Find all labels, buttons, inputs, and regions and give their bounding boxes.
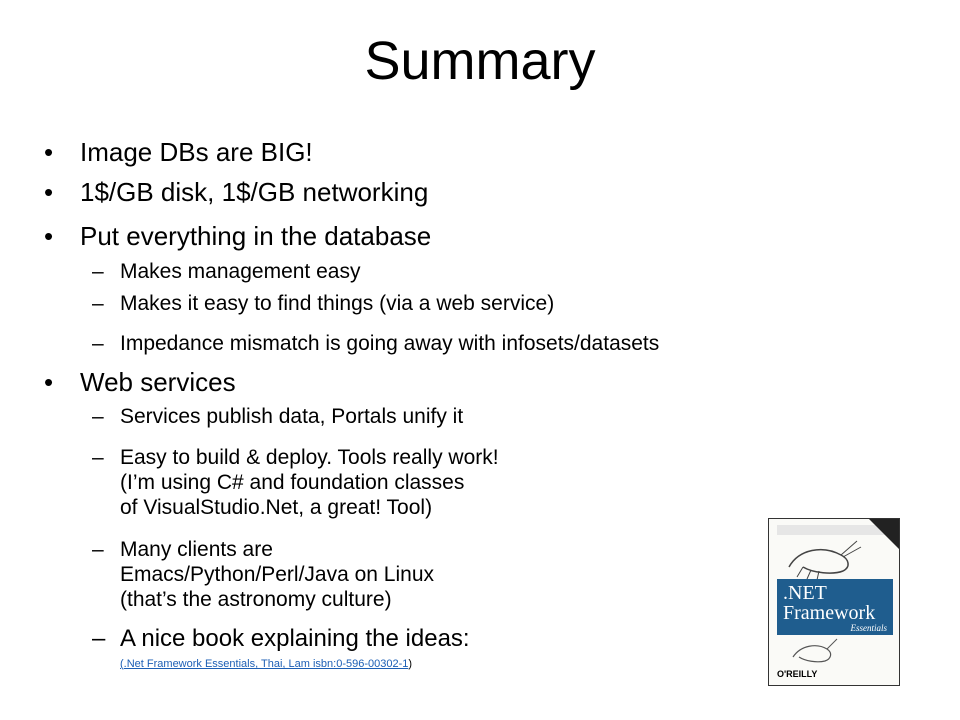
book-reference: (.Net Framework Essentials, Thai, Lam is… — [120, 657, 412, 671]
bullet-text: Web services — [80, 367, 236, 397]
link-text: .Net Framework Essentials, Thai, Lam isb… — [123, 658, 409, 670]
bullet-text: 1$/GB disk, 1$/GB networking — [80, 177, 429, 207]
sub-bullet-line: (that’s the astronomy culture) — [120, 588, 392, 611]
sub-bullet-text: Many clients are Emacs/Python/Perl/Java … — [120, 537, 434, 612]
dash-glyph: – — [92, 292, 104, 315]
sub-bullet-line: A nice book explaining the ideas: — [120, 625, 470, 652]
bullet-glyph: • — [44, 177, 54, 207]
bullet-glyph: • — [44, 221, 54, 251]
book-link[interactable]: (.Net Framework Essentials, Thai, Lam is… — [120, 658, 408, 670]
sub-bullet-text: Makes it easy to find things (via a web … — [120, 292, 555, 315]
sub-bullet-line: Many clients are — [120, 538, 273, 561]
dash-glyph: – — [92, 625, 106, 652]
sub-bullet-line: Emacs/Python/Perl/Java on Linux — [120, 563, 434, 586]
sub-bullet-line: (I’m using C# and foundation classes — [120, 471, 465, 494]
shrimp-small-illustration-icon — [792, 638, 838, 663]
link-close-paren: ) — [408, 658, 413, 670]
dash-glyph: – — [92, 538, 104, 561]
link-open-paren: ( — [120, 658, 124, 670]
book-cover-title-line2: Framework — [783, 602, 876, 624]
bullet-text: Image DBs are BIG! — [80, 137, 313, 167]
sub-bullet-text: A nice book explaining the ideas: — [120, 626, 470, 651]
book-cover-corner-badge — [869, 519, 899, 549]
book-cover-title-line1: .NET — [783, 582, 827, 604]
dash-glyph: – — [92, 332, 104, 355]
sub-bullet-line: Easy to build & deploy. Tools really wor… — [120, 446, 499, 469]
dash-glyph: – — [92, 260, 104, 283]
sub-bullet-text: Services publish data, Portals unify it — [120, 404, 463, 429]
bullet-glyph: • — [44, 367, 54, 397]
sub-bullet-text: Easy to build & deploy. Tools really wor… — [120, 445, 499, 520]
dash-glyph: – — [92, 446, 104, 469]
bullet-text: Put everything in the database — [80, 221, 432, 251]
book-cover-topbar — [777, 525, 893, 535]
book-cover-publisher: O'REILLY — [777, 669, 818, 679]
slide-title: Summary — [364, 31, 596, 91]
shrimp-illustration-icon — [788, 540, 862, 581]
book-cover-subtitle: Essentials — [850, 623, 887, 633]
sub-bullet-text: Impedance mismatch is going away with in… — [120, 332, 660, 355]
bullet-glyph: • — [44, 137, 54, 167]
sub-bullet-line: of VisualStudio.Net, a great! Tool) — [120, 496, 433, 519]
dash-glyph: – — [92, 405, 104, 428]
book-cover-title-box: .NET Framework Essentials — [777, 579, 893, 635]
book-cover-image: .NET Framework Essentials O'REILLY — [768, 518, 900, 686]
sub-bullet-line: Services publish data, Portals unify it — [120, 405, 464, 428]
sub-bullet-text: Makes management easy — [120, 260, 361, 283]
